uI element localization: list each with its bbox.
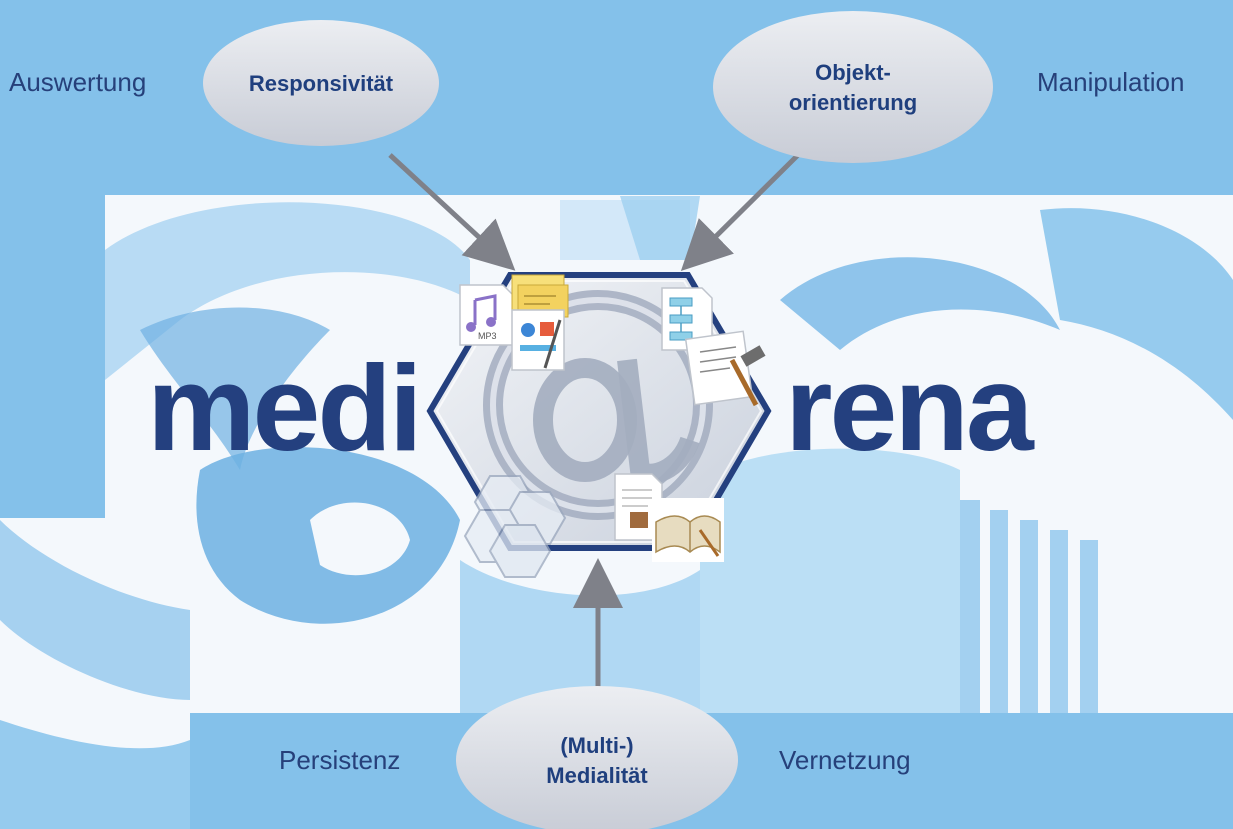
logo-word-rena: rena	[785, 340, 1034, 476]
oval-media	[456, 686, 738, 829]
oval-label-media-line1: (Multi-)	[560, 733, 634, 758]
flowchart-document-icon	[661, 287, 713, 351]
open-book-icon	[652, 498, 724, 562]
oval-label-media-line2: Medialität	[546, 763, 648, 788]
diagram-document-icon	[511, 309, 565, 371]
arrow-responsivity	[388, 153, 516, 271]
oval-label-object-line2: orientierung	[788, 90, 918, 115]
oval-label-media: (Multi-) Medialität	[477, 731, 717, 791]
arrow-object-orientation	[680, 153, 800, 272]
label-vernetzung: Vernetzung	[779, 745, 911, 775]
report-hammer-icon	[684, 330, 766, 407]
text-document-icon	[614, 473, 663, 541]
mp3-label: MP3	[478, 331, 497, 341]
logo-word-medi: medi	[147, 340, 423, 476]
label-manipulation: Manipulation	[1037, 67, 1185, 97]
at-sign-graphic	[483, 290, 713, 520]
mini-hexagons-icon	[463, 475, 567, 578]
label-persistenz: Persistenz	[279, 745, 401, 775]
oval-object-orientation	[713, 11, 993, 163]
oval-responsivity	[203, 20, 439, 146]
oval-label-responsivity: Responsivität	[248, 71, 394, 96]
oval-label-object-orientation: Objekt- orientierung	[733, 58, 973, 118]
label-auswertung: Auswertung	[9, 67, 147, 97]
oval-label-object-line1: Objekt-	[815, 60, 891, 85]
